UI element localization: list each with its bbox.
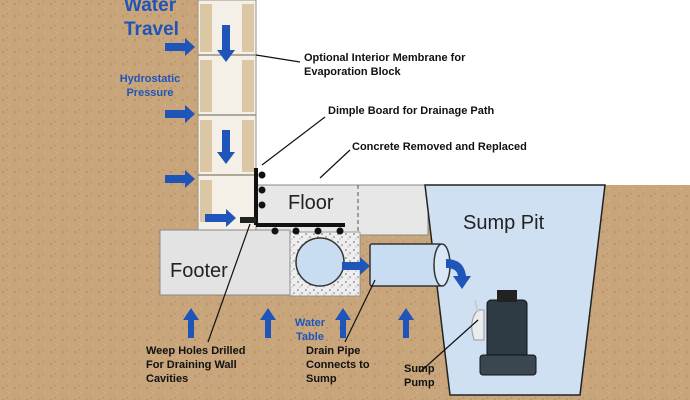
concrete-text: Concrete Removed and Replaced xyxy=(352,141,527,153)
water-travel-title: Water Travel xyxy=(124,0,184,42)
sump-pump-callout: Sump Pump xyxy=(404,362,435,390)
block-faces xyxy=(200,4,254,222)
drain-pipe xyxy=(369,243,443,287)
dimple-text: Dimple Board for Drainage Path xyxy=(328,105,495,117)
membrane-line1: Optional Interior Membrane for xyxy=(304,52,466,64)
footer-block xyxy=(159,229,291,296)
hydrostatic-pressure-label: Hydrostatic Pressure xyxy=(118,72,182,100)
drain-line3: Sump xyxy=(306,373,337,385)
dimple-callout: Dimple Board for Drainage Path xyxy=(328,104,494,118)
water-table-text: Water Table xyxy=(294,317,326,343)
weep-line1: Weep Holes Drilled xyxy=(146,345,246,357)
drain-line2: Connects to xyxy=(306,359,370,371)
water-travel-text: Water Travel xyxy=(124,0,179,40)
floor-slab xyxy=(255,184,429,236)
weep-line3: Cavities xyxy=(146,373,189,385)
drain-pipe-callout: Drain Pipe Connects to Sump xyxy=(306,344,370,386)
floor-label: Floor xyxy=(288,192,334,215)
sump-pump xyxy=(471,290,537,376)
basement-interior xyxy=(255,0,690,185)
sump-pump-line2: Pump xyxy=(404,377,435,389)
water-table-label: Water Table xyxy=(290,316,330,344)
sump-pit-text: Sump Pit xyxy=(463,212,545,234)
footer-label: Footer xyxy=(170,260,228,283)
sump-pump-line1: Sump xyxy=(404,363,435,375)
membrane-callout: Optional Interior Membrane for Evaporati… xyxy=(304,51,465,79)
drain-pipe-section xyxy=(295,237,345,287)
dimple-board xyxy=(254,168,345,235)
footer-text: Footer xyxy=(170,260,228,282)
water-table-arrows xyxy=(183,308,414,338)
membrane-line2: Evaporation Block xyxy=(304,66,401,78)
concrete-callout: Concrete Removed and Replaced xyxy=(352,140,527,154)
drain-line1: Drain Pipe xyxy=(306,345,361,357)
sump-pit-label: Sump Pit xyxy=(463,212,544,235)
weep-holes-callout: Weep Holes Drilled For Draining Wall Cav… xyxy=(146,344,245,386)
floor-text: Floor xyxy=(288,192,334,214)
callout-leaders xyxy=(207,54,479,373)
hydrostatic-text: Hydrostatic Pressure xyxy=(119,73,181,99)
weep-line2: For Draining Wall xyxy=(146,359,237,371)
weep-hole xyxy=(240,217,256,223)
water-flow-arrows xyxy=(165,25,471,289)
